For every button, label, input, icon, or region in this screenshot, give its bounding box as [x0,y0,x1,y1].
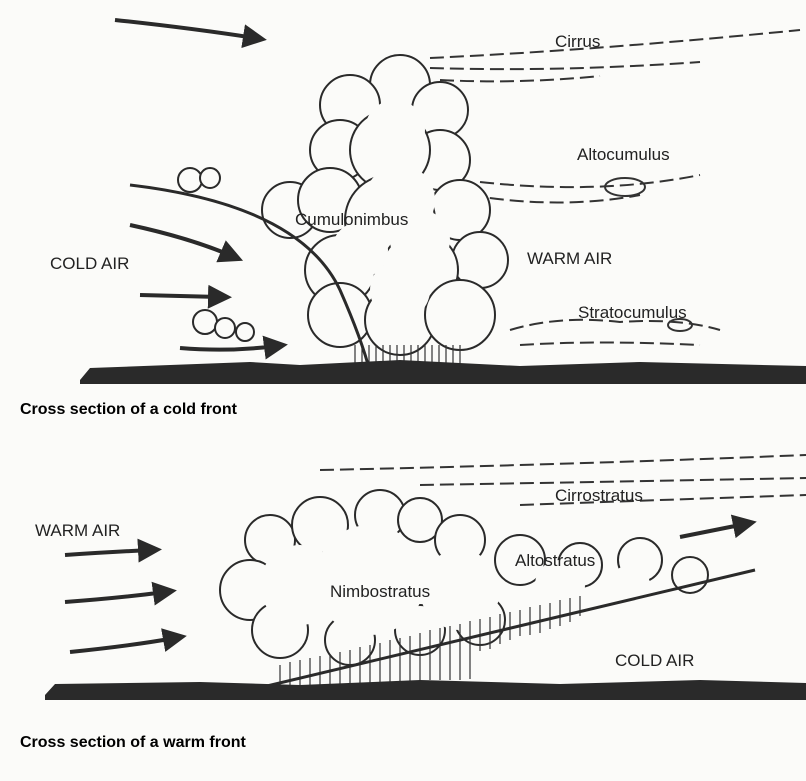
label-stratocumulus: Stratocumulus [578,303,687,322]
label-cold-air: COLD AIR [615,651,694,670]
label-warm-air: WARM AIR [35,521,120,540]
warm-front-section: Cirrostratus WARM AIR Altostratus Nimbos… [20,454,806,751]
cold-air-arrows [114,18,288,360]
rain-shaft [354,345,461,370]
cirrostratus-cloud [319,454,806,506]
cold-front-section: Cirrus Altocumulus Cumulonimbus COLD AIR… [20,18,806,418]
label-altocumulus: Altocumulus [577,145,670,164]
label-cold-air: COLD AIR [50,254,129,273]
label-cirrus: Cirrus [555,32,600,51]
ground [80,360,806,384]
cold-front-boundary [129,183,372,373]
cumulonimbus-cloud [177,54,509,356]
label-altostratus: Altostratus [515,551,595,570]
warm-front-boundary [249,568,756,692]
altocumulus-cloud [469,174,701,204]
warm-air-arrows [64,514,757,654]
label-cirrostratus: Cirrostratus [555,486,643,505]
stratocumulus-cloud [509,318,721,346]
label-cumulonimbus: Cumulonimbus [295,210,408,229]
label-nimbostratus: Nimbostratus [330,582,430,601]
label-warm-air: WARM AIR [527,249,612,268]
cold-front-caption: Cross section of a cold front [20,401,238,418]
cirrus-cloud [429,29,801,83]
warm-front-caption: Cross section of a warm front [20,734,246,751]
ground-warm [45,680,806,700]
